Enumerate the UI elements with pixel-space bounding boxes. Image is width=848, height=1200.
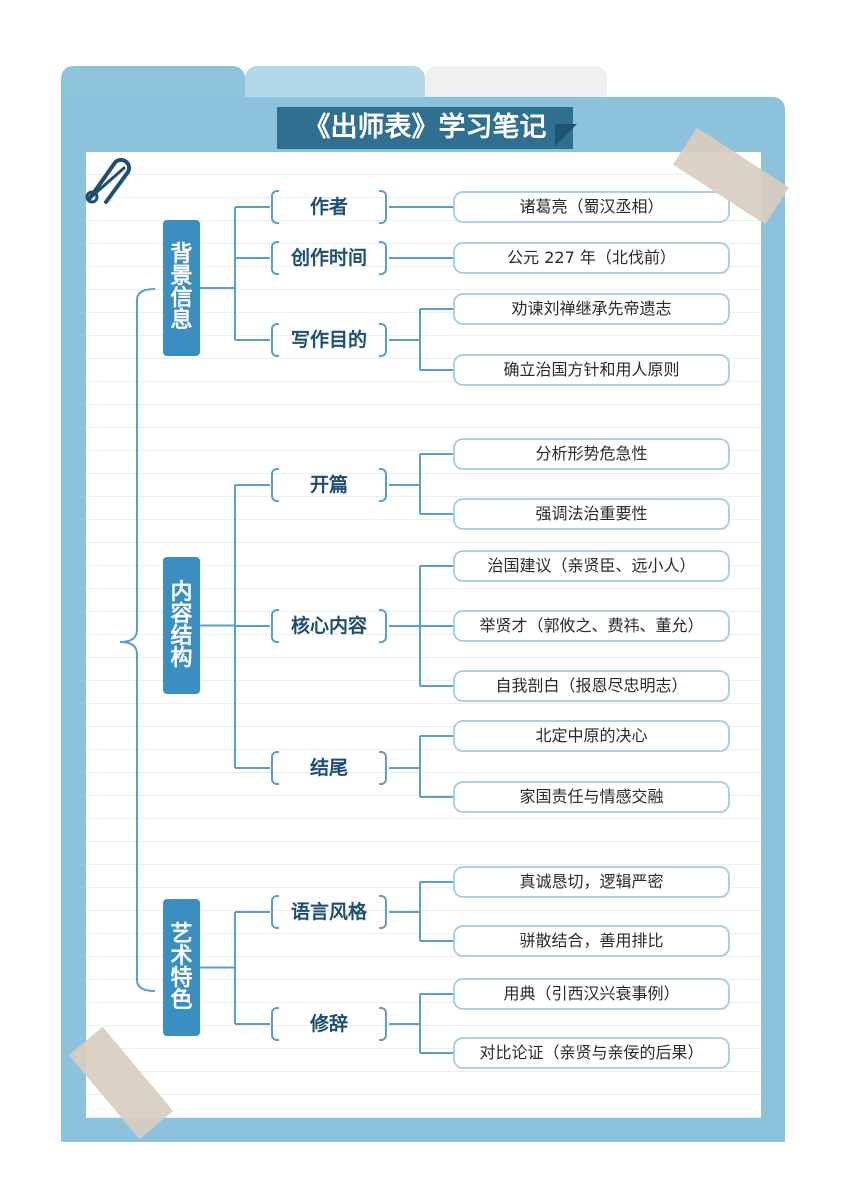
category-2: 内容结构 xyxy=(163,557,200,694)
leaf-note: 治国建议（亲贤臣、远小人） xyxy=(453,550,730,582)
leaf-note: 对比论证（亲贤与亲佞的后果） xyxy=(453,1037,730,1069)
leaf-note: 强调法治重要性 xyxy=(453,498,730,530)
leaf-note: 骈散结合，善用排比 xyxy=(453,925,730,957)
topic-3-2: 修辞 xyxy=(269,1007,389,1041)
topic-1-1: 作者 xyxy=(269,190,389,224)
leaf-note: 诸葛亮（蜀汉丞相） xyxy=(453,191,730,223)
leaf-note: 自我剖白（报恩尽忠明志） xyxy=(453,670,730,702)
page-title: 《出师表》学习笔记 xyxy=(277,107,573,149)
category-label: 艺术特色 xyxy=(170,921,193,1013)
topic-1-2: 创作时间 xyxy=(269,241,389,275)
topic-2-2: 核心内容 xyxy=(269,609,389,643)
topic-3-1: 语言风格 xyxy=(269,895,389,929)
topic-2-3: 结尾 xyxy=(269,751,389,785)
leaf-note: 分析形势危急性 xyxy=(453,438,730,470)
category-1: 背景信息 xyxy=(163,220,200,356)
topic-1-3: 写作目的 xyxy=(269,323,389,357)
leaf-note: 确立治国方针和用人原则 xyxy=(453,354,730,386)
topic-2-1: 开篇 xyxy=(269,468,389,502)
safety-pin-icon xyxy=(85,157,132,204)
category-3: 艺术特色 xyxy=(163,899,200,1036)
leaf-note: 举贤才（郭攸之、费祎、董允） xyxy=(453,610,730,642)
title-ribbon-fold xyxy=(555,124,577,146)
leaf-note: 用典（引西汉兴衰事例） xyxy=(453,978,730,1010)
leaf-note: 公元 227 年（北伐前） xyxy=(453,242,730,274)
leaf-note: 家国责任与情感交融 xyxy=(453,781,730,813)
leaf-note: 北定中原的决心 xyxy=(453,720,730,752)
root-brace xyxy=(119,288,156,992)
category-label: 背景信息 xyxy=(170,242,193,333)
category-label: 内容结构 xyxy=(170,579,193,671)
leaf-note: 劝谏刘禅继承先帝遗志 xyxy=(453,293,730,325)
leaf-note: 真诚恳切，逻辑严密 xyxy=(453,866,730,898)
